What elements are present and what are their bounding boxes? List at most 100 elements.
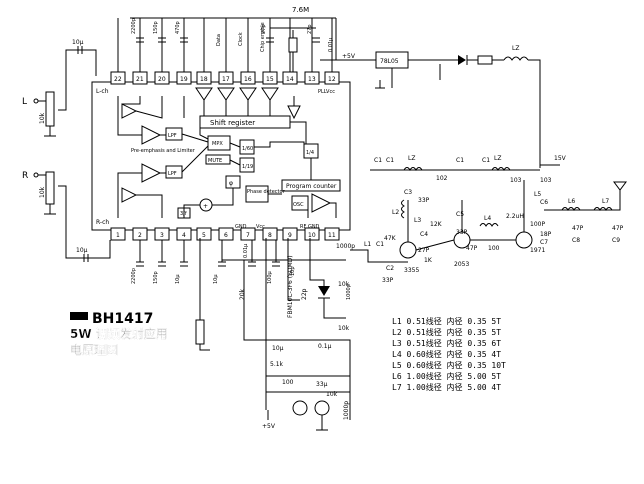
title-line2: 5W 调频发射应用 bbox=[70, 326, 168, 341]
shift-register-label: Shift register bbox=[210, 119, 255, 127]
pin-number: 3 bbox=[160, 232, 164, 239]
svg-text:L7: L7 bbox=[602, 198, 609, 205]
input-label-l: L bbox=[22, 97, 27, 107]
svg-text:LZ: LZ bbox=[408, 155, 415, 162]
svg-text:47P: 47P bbox=[466, 245, 478, 252]
pin-number: 11 bbox=[328, 232, 336, 239]
pin-number: 4 bbox=[182, 232, 186, 239]
input-label-r: R bbox=[22, 171, 28, 181]
svg-text:33μ: 33μ bbox=[316, 381, 328, 388]
pin-number: 16 bbox=[244, 76, 252, 83]
pin-number: 9 bbox=[288, 232, 292, 239]
svg-text:10μ: 10μ bbox=[76, 247, 88, 254]
svg-text:3/f: 3/f bbox=[180, 211, 187, 217]
svg-text:33P: 33P bbox=[382, 277, 394, 284]
pin-8 bbox=[262, 227, 278, 241]
svg-text:10k: 10k bbox=[338, 281, 350, 288]
shift-register-block: Shift register bbox=[195, 87, 291, 129]
pin-10 bbox=[304, 227, 320, 241]
pin-1 bbox=[110, 227, 126, 241]
top-cap-label: 150p bbox=[153, 21, 159, 34]
pot-bottom bbox=[195, 319, 205, 345]
svg-text:L1: L1 bbox=[364, 241, 371, 248]
title-block: BH1417 5W 调频发射应用 电原理图 bbox=[70, 311, 168, 357]
svg-text:C1: C1 bbox=[386, 157, 394, 164]
svg-text:φ: φ bbox=[229, 180, 233, 187]
div-1-19: 1/19 bbox=[242, 164, 253, 170]
coil-row: L7 1.00线径 内径 5.00 4T bbox=[392, 382, 501, 392]
svg-text:L2: L2 bbox=[392, 209, 399, 216]
svg-text:1000p: 1000p bbox=[343, 401, 350, 420]
rf-section: LZ LZ C1 C1 C1 C1 102 103 103 3355 L2 C3… bbox=[336, 155, 627, 284]
bottom-cap-label: 0.01μ bbox=[243, 243, 249, 258]
bottom-cap-label: 10μ bbox=[213, 274, 219, 284]
svg-text:47P: 47P bbox=[572, 225, 584, 232]
lpf-label-1: LPF bbox=[168, 133, 177, 139]
svg-text:3355: 3355 bbox=[404, 267, 419, 274]
pin-number: 10 bbox=[308, 232, 316, 239]
svg-text:47K: 47K bbox=[384, 235, 397, 242]
svg-text:47P: 47P bbox=[612, 225, 624, 232]
svg-text:103: 103 bbox=[510, 177, 522, 184]
bottom-cap-label: 10μ bbox=[175, 274, 181, 284]
supply-section: 78L05 LZ 15V bbox=[375, 45, 567, 168]
svg-text:C3: C3 bbox=[404, 189, 412, 196]
svg-text:C9: C9 bbox=[612, 237, 620, 244]
svg-text:C1: C1 bbox=[376, 241, 384, 248]
pin-number: 18 bbox=[200, 76, 208, 83]
svg-text:102: 102 bbox=[436, 175, 448, 182]
transistor-3355 bbox=[399, 241, 417, 259]
svg-text:27P: 27P bbox=[418, 247, 430, 254]
svg-text:0.1μ: 0.1μ bbox=[318, 343, 332, 350]
lpf-label-2: LPF bbox=[168, 171, 177, 177]
pin-name-vcc: Vcc bbox=[256, 224, 265, 230]
svg-text:C2: C2 bbox=[386, 265, 394, 272]
antenna-icon bbox=[613, 181, 627, 191]
bottom-cap-label: 150p bbox=[153, 271, 159, 284]
top-cap-label: 470p bbox=[175, 21, 181, 34]
mpx-label: MPX bbox=[212, 141, 223, 147]
pin-name-lch: L-ch bbox=[96, 88, 109, 95]
program-counter-block: Program counter bbox=[281, 179, 341, 192]
coil-row: L2 0.51线径 内径 0.35 5T bbox=[392, 327, 501, 337]
coil-row: L1 0.51线径 内径 0.35 5T bbox=[392, 316, 501, 326]
pot-right bbox=[45, 171, 55, 205]
svg-text:10k: 10k bbox=[326, 391, 338, 398]
varactor-diode-icon bbox=[318, 286, 330, 296]
top-cap-label: 27p bbox=[307, 24, 313, 34]
title-line3: 电原理图 bbox=[70, 342, 118, 357]
svg-text:78L05: 78L05 bbox=[380, 58, 399, 65]
svg-text:C7: C7 bbox=[540, 239, 548, 246]
supply-5v-top: +5V bbox=[342, 53, 356, 60]
pin-number: 1 bbox=[116, 232, 120, 239]
pre-emphasis-amps: LPF LPF Pre-emphasis and Limiter bbox=[121, 103, 196, 203]
svg-text:LZ: LZ bbox=[512, 45, 519, 52]
svg-text:18P: 18P bbox=[540, 231, 552, 238]
svg-text:1000p: 1000p bbox=[336, 243, 355, 250]
pre-emphasis-label: Pre-emphasis and Limiter bbox=[131, 148, 196, 154]
pin-number: 17 bbox=[222, 76, 230, 83]
svg-text:103: 103 bbox=[540, 177, 552, 184]
svg-text:22p: 22p bbox=[301, 288, 308, 300]
osc-label: OSC bbox=[293, 202, 304, 208]
svg-text:100: 100 bbox=[488, 245, 500, 252]
bottom-cap-label: 10p bbox=[290, 266, 296, 276]
pin-number: 8 bbox=[268, 232, 272, 239]
left-input: L 10k 10μ bbox=[22, 39, 97, 137]
pin-7 bbox=[240, 227, 256, 241]
pin-number: 6 bbox=[224, 232, 228, 239]
pin-number: 14 bbox=[286, 76, 294, 83]
pin-name-rch: R-ch bbox=[96, 219, 109, 226]
svg-text:L6: L6 bbox=[568, 198, 575, 205]
pin-number: 5 bbox=[202, 232, 206, 239]
pin-name-gnd: GND bbox=[235, 224, 247, 230]
svg-text:20k: 20k bbox=[239, 288, 246, 300]
coil-row: L4 0.60线径 内径 0.35 4T bbox=[392, 349, 501, 359]
svg-text:C4: C4 bbox=[420, 231, 428, 238]
svg-text:100P: 100P bbox=[530, 221, 545, 228]
pin-number: 15 bbox=[266, 76, 274, 83]
